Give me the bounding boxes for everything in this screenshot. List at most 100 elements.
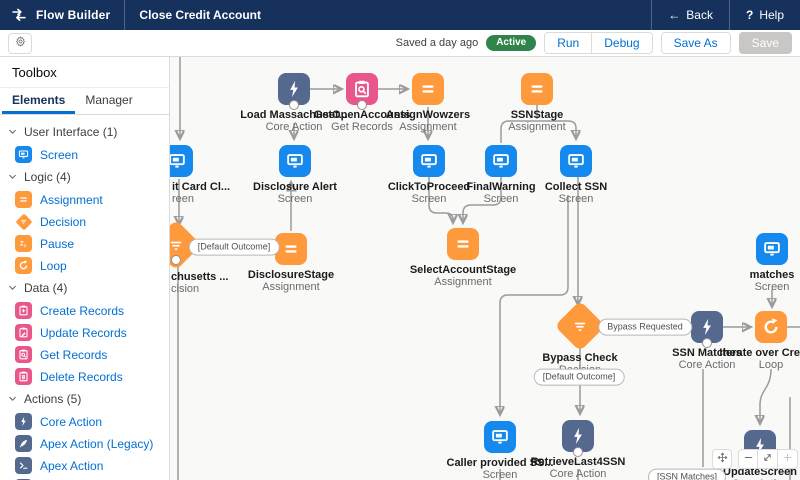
toolbox-item-screen[interactable]: Screen [0,144,169,165]
node-type-label: Loop [758,359,784,371]
tab-elements[interactable]: Elements [2,88,76,114]
expand-button[interactable] [758,449,778,469]
screen-icon [484,421,516,453]
tab-manager[interactable]: Manager [85,93,133,107]
screen-icon [560,145,592,177]
flow-node-credit-card-screen[interactable]: it Card Cl...reen [170,145,237,205]
node-label: SelectAccountStage [409,264,517,276]
node-type-label: Assignment [508,121,566,133]
fault-port[interactable] [702,338,712,348]
pan-button[interactable] [712,449,732,469]
get-records-icon [15,346,32,363]
run-debug-button-group: Run Debug [544,32,653,54]
toolbox-item-label: Create Records [40,303,125,318]
connector-label: Bypass Requested [598,318,692,336]
node-type-label: Assignment [434,276,492,288]
node-label: chusetts ... [171,271,229,283]
chevron-down-icon [8,281,17,295]
run-button[interactable]: Run [544,32,593,54]
save-button[interactable]: Save [738,32,792,54]
node-label: Collect SSN [544,181,608,193]
node-label: matches [749,269,795,281]
screen-icon [756,233,788,265]
app-title: Flow Builder [36,8,111,22]
flow-properties-button[interactable] [8,32,32,54]
apex-legacy-icon [15,435,32,452]
toolbox-item-label: Core Action [40,414,103,429]
screen-icon [485,145,517,177]
toolbox-item-update-records[interactable]: Update Records [0,322,169,343]
node-type-label: Screen [483,193,519,205]
node-label: AssignWowzers [385,109,471,121]
node-label: Caller provided SS... [446,457,554,469]
core-action-icon [278,73,310,105]
node-type-label: Screen [558,193,594,205]
save-as-button[interactable]: Save As [660,32,731,54]
connector-label: [SSN Matches] [647,468,727,480]
flow-node-massachusetts-decision[interactable]: chusetts ...cision [170,219,236,295]
node-label: RetrieveLast4SSN [530,456,626,468]
toolbox-item-label: Decision [40,214,87,229]
toolbox-section-data-4[interactable]: Data (4) [0,277,169,299]
toolbox-item-assignment[interactable]: Assignment [0,189,169,210]
node-type-label: Screen [277,193,313,205]
section-label: Data (4) [24,281,68,295]
fault-port[interactable] [573,447,583,457]
header-divider [124,0,126,30]
toolbox-section-actions-5[interactable]: Actions (5) [0,388,169,410]
node-label: DisclosureStage [247,269,335,281]
header-divider [651,0,653,30]
node-label: Load Massachuset... [240,109,348,121]
toolbox-item-loop[interactable]: Loop [0,255,169,276]
toolbox-item-decision[interactable]: Decision [0,211,169,232]
node-label: it Card Cl... [172,181,231,193]
delete-records-icon [15,368,32,385]
decision-icon [170,219,202,271]
flow-node-caller-provided-ssn[interactable]: Caller provided SS...Screen [440,421,560,480]
zoom-out-button[interactable] [738,449,758,469]
debug-button[interactable]: Debug [592,32,653,54]
core-action-icon [562,420,594,452]
toolbox-item-apex-action-legacy[interactable]: Apex Action (Legacy) [0,433,169,454]
node-label: Iterate over Credit... [719,347,800,359]
toolbox-section-logic-4[interactable]: Logic (4) [0,166,169,188]
node-label: Bypass Check [542,352,618,364]
fault-port[interactable] [289,100,299,110]
fault-port[interactable] [171,255,181,265]
toolbox-item-delete-records[interactable]: Delete Records [0,366,169,387]
apex-icon [15,457,32,474]
help-button[interactable]: ? Help [730,0,800,30]
header-divider [728,0,730,30]
section-label: User Interface (1) [24,125,118,139]
connector-label: [Default Outcome] [188,238,280,256]
pan-icon [716,451,729,467]
flow-node-iterate-over-credit[interactable]: Iterate over Credit...Loop [711,311,800,371]
fault-port[interactable] [357,100,367,110]
toolbox-item-core-action[interactable]: Core Action [0,411,169,432]
toolbox-item-get-records[interactable]: Get Records [0,344,169,365]
toolbox-item-create-records[interactable]: Create Records [0,300,169,321]
node-type-label: Core Action [265,121,323,133]
decision-icon [554,300,606,352]
zoom-in-button[interactable] [778,449,798,469]
toolbox-item-apex-action[interactable]: Apex Action [0,455,169,476]
back-button[interactable]: ← Back [652,0,729,30]
node-type-label: Screen [754,281,790,293]
toolbox-section-user-interface-1[interactable]: User Interface (1) [0,121,169,143]
flow-node-load-massachusetts[interactable]: Load Massachuset...Core Action [234,73,354,133]
help-icon: ? [745,8,754,22]
